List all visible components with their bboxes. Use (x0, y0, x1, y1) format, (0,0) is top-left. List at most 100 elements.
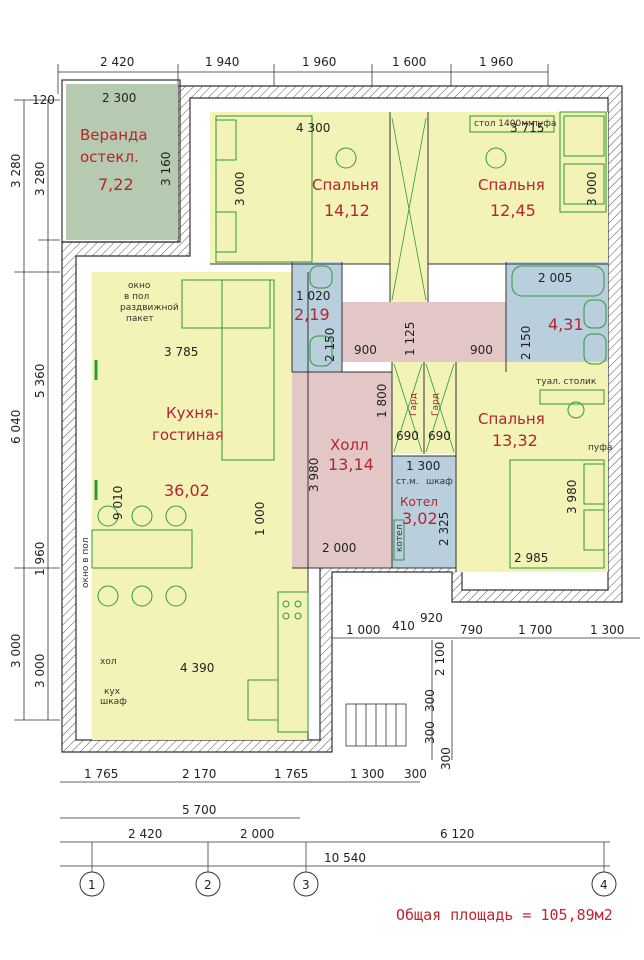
bath-area: 4,31 (548, 315, 584, 334)
note-hall-door: 1 000 (253, 502, 267, 536)
total-area: Общая площадь = 105,89м2 (396, 906, 613, 924)
dim-bottom-3-1: 2 420 (128, 827, 162, 841)
dim-right-1: 2 100 (433, 642, 447, 676)
svg-text:4: 4 (600, 878, 608, 892)
veranda-height: 3 160 (159, 152, 173, 186)
dim-mid-5: 1 700 (518, 623, 552, 637)
furniture (91, 111, 607, 733)
dim-mid-4: 790 (460, 623, 483, 637)
hall-area: 13,14 (328, 455, 374, 474)
note-door-900-1: 900 (354, 343, 377, 357)
room-fills (66, 84, 608, 740)
note-cabinet-2: шкаф (100, 697, 127, 707)
boiler-name: Котел (400, 495, 438, 509)
wc1-area: 2,19 (294, 305, 330, 324)
dim-left-5: 1 960 (33, 542, 47, 576)
kitchen-width-2: 4 390 (180, 661, 214, 675)
dim-mid-3: 920 (420, 611, 443, 625)
kitchen-height: 9 010 (111, 486, 125, 520)
kitchen-fill (92, 272, 308, 740)
room-labels: Веранда остекл. 7,22 2 300 3 160 Спальня… (80, 91, 599, 675)
dim-bottom-4-1: 10 540 (324, 851, 366, 865)
dim-bottom-2-1: 5 700 (182, 803, 216, 817)
hall-corridor: 1 125 (403, 322, 417, 356)
note-kholod: хол (100, 657, 117, 667)
dim-top-5: 1 960 (479, 55, 513, 69)
bedroom3-width: 2 985 (514, 551, 548, 565)
axis-marker-3: 3 (293, 871, 319, 897)
dim-mid-6: 1 300 (590, 623, 624, 637)
wardrobe-w1: 690 (396, 429, 419, 443)
kitchen-width-1: 3 785 (164, 345, 198, 359)
veranda-name-1: Веранда (80, 126, 148, 144)
boiler-width: 1 300 (406, 459, 440, 473)
note-desk: стол 1400мм (474, 119, 535, 129)
bedroom2-fill (428, 112, 608, 264)
dim-left-7: 3 000 (33, 654, 47, 688)
veranda-area: 7,22 (98, 175, 134, 194)
dim-top-3: 1 960 (302, 55, 336, 69)
wc1-fill (292, 262, 342, 372)
dim-left-4: 6 040 (9, 410, 23, 444)
dim-bottom-3-2: 2 000 (240, 827, 274, 841)
bedroom1-name: Спальня (312, 176, 379, 194)
dim-bottom-1-1: 1 765 (84, 767, 118, 781)
hall-lobby: 1 800 (375, 384, 389, 418)
wardrobe-w2: 690 (428, 429, 451, 443)
dim-right-3: 300 (423, 721, 437, 744)
kitchen-area: 36,02 (164, 481, 210, 500)
bedroom2-width: 3 715 (510, 121, 544, 135)
dim-bottom-1-5: 300 (404, 767, 427, 781)
dim-right-2: 300 (423, 689, 437, 712)
hall-fill (292, 372, 392, 568)
dim-mid-2: 410 (392, 619, 415, 633)
bedroom3-fill (456, 362, 608, 572)
wardrobe-label-1: Гард (409, 393, 419, 416)
hall-name: Холл (330, 436, 369, 454)
axis-marker-2: 2 (195, 871, 221, 897)
note-window-4: пакет (126, 314, 154, 324)
note-shkaf: шкаф (426, 477, 453, 487)
bedroom2-name: Спальня (478, 176, 545, 194)
veranda-fill (66, 84, 178, 240)
bedroom1-fill (210, 112, 390, 264)
axis-marker-4: 4 (591, 871, 617, 897)
axis-marker-1: 1 (79, 871, 105, 897)
dim-bottom-3-3: 6 120 (440, 827, 474, 841)
note-window-1: окно (128, 281, 151, 291)
boiler-fill (392, 456, 456, 568)
note-pufa: пуфа (532, 119, 556, 129)
bedroom3-name: Спальня (478, 410, 545, 428)
porch-dimensions: 1 000 410 920 790 1 700 1 300 2 100 300 … (332, 611, 640, 770)
svg-text:1: 1 (88, 878, 96, 892)
dim-top-2: 1 940 (205, 55, 239, 69)
note-dresser: туал. столик (536, 377, 597, 387)
bath-width: 2 005 (538, 271, 572, 285)
wc1-width: 1 020 (296, 289, 330, 303)
svg-text:3: 3 (302, 878, 310, 892)
bath-height: 2 150 (519, 326, 533, 360)
bath-fill (506, 262, 608, 372)
dim-bottom-1-2: 2 170 (182, 767, 216, 781)
corridor-fill (342, 302, 506, 362)
dim-top-1: 2 420 (100, 55, 134, 69)
bedroom2-height: 3 000 (585, 172, 599, 206)
wc1-height: 2 150 (323, 328, 337, 362)
bottom-dimensions: 1 765 2 170 1 765 1 300 300 5 700 2 420 … (60, 767, 610, 867)
dim-right-4: 300 (439, 747, 453, 770)
dim-left-2: 3 280 (33, 162, 47, 196)
dim-top-4: 1 600 (392, 55, 426, 69)
dim-bottom-1-3: 1 765 (274, 767, 308, 781)
veranda-width: 2 300 (102, 91, 136, 105)
notes: окно в пол раздвижной пакет окно в пол с… (81, 119, 612, 707)
dim-left-6: 3 000 (9, 634, 23, 668)
kitchen-name-2: гостиная (152, 426, 224, 444)
bedroom3-area: 13,32 (492, 431, 538, 450)
note-stm: ст.м. (396, 477, 419, 487)
note-door-900-2: 900 (470, 343, 493, 357)
dim-bottom-1-4: 1 300 (350, 767, 384, 781)
wardrobe-label-2: Гард (431, 393, 441, 416)
hall-width: 2 000 (322, 541, 356, 555)
bedroom3-height: 3 980 (565, 480, 579, 514)
